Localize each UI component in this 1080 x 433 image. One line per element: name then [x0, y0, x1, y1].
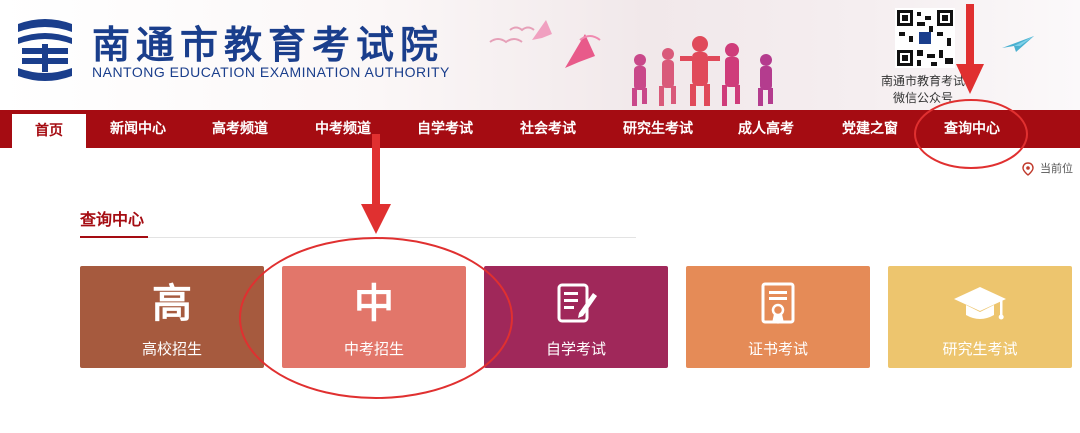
- current-location: 当前位: [1022, 160, 1073, 176]
- site-header: 南通市教育考试院 NANTONG EDUCATION EXAMINATION A…: [0, 0, 1080, 110]
- card-zhongkao-admission[interactable]: 中 中考招生: [282, 266, 466, 368]
- nantong-logo-icon[interactable]: [12, 14, 78, 86]
- card-label: 证书考试: [747, 340, 808, 358]
- nav-item-home[interactable]: 首页: [12, 114, 86, 148]
- card-certificate-exam[interactable]: 证书考试: [686, 266, 870, 368]
- nav-item-graduate-exam[interactable]: 研究生考试: [623, 121, 693, 137]
- qr-caption-line2: 微信公众号: [892, 91, 953, 105]
- wechat-qr-code-icon[interactable]: [895, 8, 955, 68]
- main-nav: 首页 新闻中心 高考频道 中考频道 自学考试 社会考试 研究生考试 成人高考 党…: [0, 110, 1080, 148]
- paper-plane-icon: [1002, 36, 1034, 52]
- card-label: 自学考试: [545, 340, 606, 358]
- qr-caption-line1: 南通市教育考试: [880, 74, 965, 88]
- card-graduate-exam[interactable]: 研究生考试: [888, 266, 1072, 368]
- card-label: 高校招生: [141, 340, 202, 358]
- nav-item-self-study-exam[interactable]: 自学考试: [417, 121, 473, 137]
- section-divider: [148, 237, 636, 238]
- site-title-en: NANTONG EDUCATION EXAMINATION AUTHORITY: [92, 64, 450, 80]
- arrow-to-zhongkao-card-icon: [361, 134, 391, 234]
- nav-item-adult-gaokao[interactable]: 成人高考: [738, 121, 794, 137]
- section-title: 查询中心: [80, 210, 145, 229]
- card-self-study-exam[interactable]: 自学考试: [484, 266, 668, 368]
- site-title-cn: 南通市教育考试院: [92, 22, 445, 67]
- section-title-underline: [80, 236, 148, 238]
- nav-item-party-building[interactable]: 党建之窗: [842, 121, 898, 137]
- nav-item-gaokao[interactable]: 高考频道: [212, 121, 268, 137]
- card-glyph: 中: [354, 280, 394, 327]
- certificate-icon: [761, 282, 795, 324]
- card-glyph: 高: [152, 280, 192, 327]
- location-pin-icon: [1022, 162, 1034, 176]
- card-label: 中考招生: [343, 340, 404, 358]
- zhong-glyph-icon: 中: [282, 280, 466, 328]
- graduation-cap-icon: [954, 287, 1006, 320]
- gao-glyph-icon: 高: [80, 280, 264, 328]
- card-label: 研究生考试: [942, 340, 1018, 358]
- nav-item-zhongkao[interactable]: 中考频道: [315, 121, 371, 137]
- nav-item-query-center[interactable]: 查询中心: [944, 121, 1000, 137]
- location-label: 当前位: [1040, 162, 1073, 175]
- nav-item-news-center[interactable]: 新闻中心: [110, 121, 166, 137]
- nav-item-social-exam[interactable]: 社会考试: [520, 121, 576, 137]
- runners-birds-decoration-icon: [489, 20, 773, 106]
- card-university-admission[interactable]: 高 高校招生: [80, 266, 264, 368]
- document-edit-icon: [557, 283, 597, 323]
